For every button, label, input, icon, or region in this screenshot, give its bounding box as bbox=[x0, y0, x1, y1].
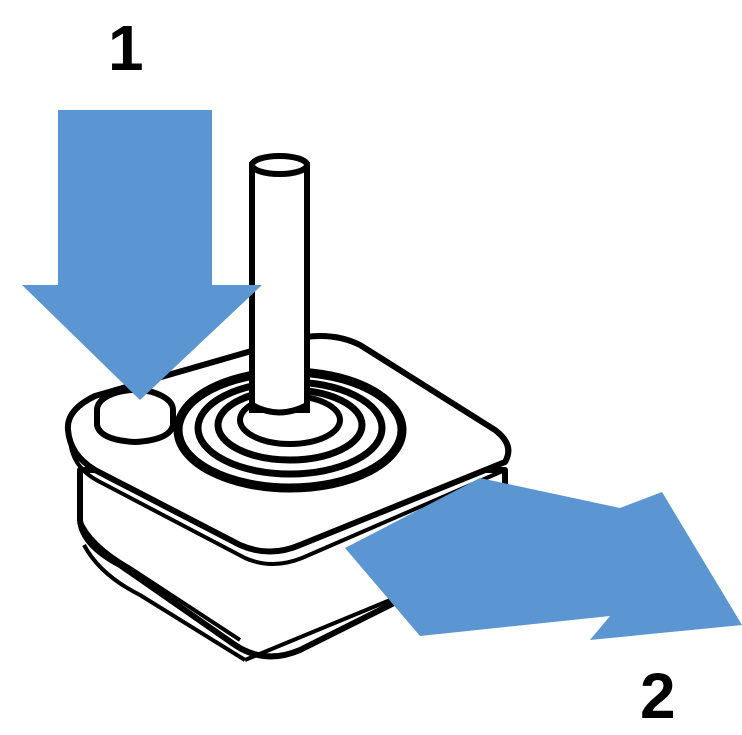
fire-button bbox=[97, 390, 173, 442]
joystick-stick bbox=[252, 156, 307, 413]
step-2-label: 2 bbox=[640, 664, 676, 728]
step-1-label: 1 bbox=[108, 16, 144, 80]
